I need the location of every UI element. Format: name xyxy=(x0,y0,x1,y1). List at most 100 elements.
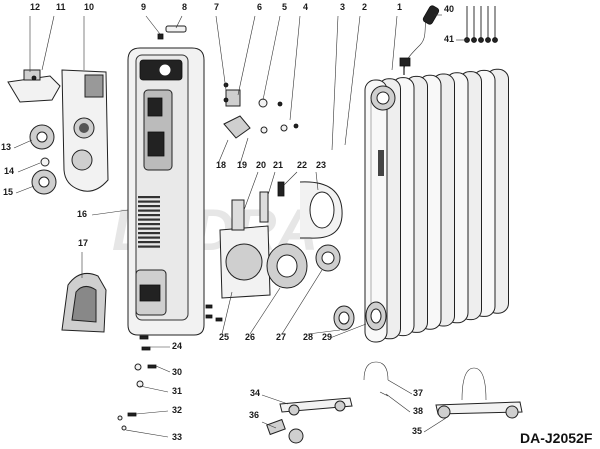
callout-17: 17 xyxy=(78,238,88,248)
leader-line-14 xyxy=(17,162,41,173)
leader-line-4 xyxy=(289,15,301,121)
leader-line-13 xyxy=(13,139,33,149)
callout-27: 27 xyxy=(276,332,286,342)
screw-set xyxy=(464,6,498,43)
leader-line-5 xyxy=(262,15,281,101)
callout-7: 7 xyxy=(214,2,219,12)
leader-line-16 xyxy=(91,209,129,216)
callout-26: 26 xyxy=(245,332,255,342)
callout-12: 12 xyxy=(30,2,40,12)
leader-line-2 xyxy=(344,15,361,146)
small-fasteners xyxy=(157,25,299,139)
leader-line-18 xyxy=(217,139,229,165)
leader-line-28 xyxy=(307,329,341,335)
leader-line-11 xyxy=(41,15,55,71)
callout-40: 40 xyxy=(444,4,454,14)
callout-6: 6 xyxy=(257,2,262,12)
callout-18: 18 xyxy=(216,160,226,170)
callout-10: 10 xyxy=(84,2,94,12)
callout-19: 19 xyxy=(237,160,247,170)
leader-line-37 xyxy=(387,379,413,395)
power-cord xyxy=(399,5,440,75)
knob-14 xyxy=(40,157,50,167)
leader-line-21 xyxy=(267,171,276,196)
leader-line-1 xyxy=(391,15,398,71)
knob-15 xyxy=(31,169,57,195)
callout-34: 34 xyxy=(250,388,260,398)
callout-28: 28 xyxy=(303,332,313,342)
leader-line-38 xyxy=(385,393,411,413)
callout-5: 5 xyxy=(282,2,287,12)
screws-bottom xyxy=(117,304,223,431)
leader-line-9 xyxy=(145,15,161,35)
callout-4: 4 xyxy=(303,2,308,12)
callout-33: 33 xyxy=(172,432,182,442)
callout-22: 22 xyxy=(297,160,307,170)
callout-32: 32 xyxy=(172,405,182,415)
clamp-23 xyxy=(299,181,343,239)
callout-1: 1 xyxy=(397,2,402,12)
radiator-body xyxy=(364,68,509,343)
leader-line-35 xyxy=(423,417,447,433)
foot-cover xyxy=(61,273,107,333)
callout-20: 20 xyxy=(256,160,266,170)
callout-16: 16 xyxy=(77,209,87,219)
leader-line-6 xyxy=(237,15,256,96)
caster-36 xyxy=(266,418,304,444)
leader-line-36 xyxy=(261,421,277,429)
callout-37: 37 xyxy=(413,388,423,398)
leader-line-33 xyxy=(125,429,169,438)
caster-frame-34 xyxy=(279,397,353,416)
callout-29: 29 xyxy=(322,332,332,342)
callout-31: 31 xyxy=(172,386,182,396)
fan-27 xyxy=(315,244,341,272)
callout-30: 30 xyxy=(172,367,182,377)
callout-38: 38 xyxy=(413,406,423,416)
leader-line-27 xyxy=(281,269,323,335)
knob-13 xyxy=(29,124,55,150)
leader-line-20 xyxy=(243,171,259,211)
callout-36: 36 xyxy=(249,410,259,420)
fan-26 xyxy=(266,243,308,289)
leader-line-31 xyxy=(139,385,169,393)
callout-9: 9 xyxy=(141,2,146,12)
callout-2: 2 xyxy=(362,2,367,12)
callout-24: 24 xyxy=(172,341,182,351)
leader-line-30 xyxy=(155,365,171,373)
leader-line-3 xyxy=(331,15,339,151)
clip-37 xyxy=(363,361,389,381)
callout-15: 15 xyxy=(3,187,13,197)
leader-line-34 xyxy=(261,394,289,405)
callout-25: 25 xyxy=(219,332,229,342)
nut-29 xyxy=(365,301,387,331)
leader-line-25 xyxy=(221,291,233,335)
callout-11: 11 xyxy=(56,2,66,12)
leader-line-19 xyxy=(239,137,249,165)
callout-41: 41 xyxy=(444,34,454,44)
leader-line-26 xyxy=(249,287,281,335)
leader-line-22 xyxy=(283,171,298,186)
leader-line-32 xyxy=(135,410,169,415)
leader-line-23 xyxy=(315,171,319,191)
model-label: DA-J2052F xyxy=(520,430,593,446)
leader-line-15 xyxy=(15,185,35,194)
leader-line-8 xyxy=(175,15,183,29)
callout-23: 23 xyxy=(316,160,326,170)
callout-3: 3 xyxy=(340,2,345,12)
thermostat-plate xyxy=(219,181,285,299)
top-clip xyxy=(7,69,61,103)
callout-21: 21 xyxy=(273,160,283,170)
caster-frame-35 xyxy=(435,367,523,419)
callout-13: 13 xyxy=(1,142,11,152)
callout-8: 8 xyxy=(182,2,187,12)
leader-line-7 xyxy=(215,15,227,91)
callout-14: 14 xyxy=(4,166,14,176)
control-housing xyxy=(127,47,205,336)
knob-bracket xyxy=(61,69,109,192)
clip-38 xyxy=(379,391,389,397)
callout-35: 35 xyxy=(412,426,422,436)
leader-line-29 xyxy=(329,323,367,339)
